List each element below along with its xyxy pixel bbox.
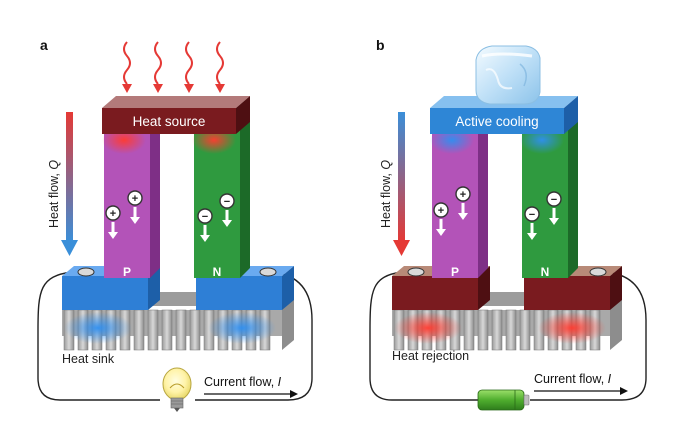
electron-carriers-a: − − — [197, 193, 235, 242]
hole-symbol: + — [460, 189, 466, 201]
ice-cube-icon — [475, 45, 541, 105]
n-leg-label-b: N — [541, 265, 550, 279]
bottom-plates-a — [62, 266, 294, 310]
bottom-plates-b — [392, 266, 622, 310]
heat-flow-label-a: Heat flow, Q — [47, 160, 61, 228]
current-flow-label-b: Current flow, I — [534, 372, 612, 386]
current-direction-arrow-b — [534, 387, 628, 395]
electron-symbol: − — [224, 196, 230, 208]
electron-symbol: − — [202, 211, 208, 223]
panel-b: b — [369, 37, 647, 411]
hole-symbol: + — [110, 208, 116, 220]
heat-wave-2 — [154, 41, 162, 85]
circuit-wire-b — [369, 271, 647, 401]
heat-wave-1 — [123, 41, 131, 85]
active-cooling-plate: Active cooling — [430, 96, 578, 134]
light-bulb-icon — [162, 367, 192, 412]
p-leg-label-b: P — [451, 265, 459, 279]
active-cooling-label: Active cooling — [455, 114, 538, 129]
hole-symbol: + — [132, 193, 138, 205]
hole-symbol: + — [438, 205, 444, 217]
heat-radiation-arrows — [122, 41, 225, 93]
current-flow-label-a: Current flow, I — [204, 375, 282, 389]
heat-flow-label-b: Heat flow, Q — [379, 160, 393, 228]
electron-symbol: − — [551, 194, 557, 206]
panel-b-letter: b — [376, 37, 385, 53]
electron-symbol: − — [529, 209, 535, 221]
heat-source-label: Heat source — [133, 114, 206, 129]
heat-source-plate: Heat source — [102, 96, 250, 134]
panel-a: a — [37, 37, 313, 412]
heat-sink-label: Heat sink — [62, 352, 115, 366]
current-direction-arrow-a — [204, 390, 298, 398]
panel-a-letter: a — [40, 37, 48, 53]
hole-carriers-b: + + — [433, 186, 471, 236]
hole-carriers-a: + + — [105, 190, 143, 239]
heat-flow-arrow-b — [393, 112, 410, 256]
heat-flow-arrow-a — [61, 112, 78, 256]
n-leg-label-a: N — [213, 265, 222, 279]
heat-wave-4 — [216, 41, 224, 85]
p-leg-label-a: P — [123, 265, 131, 279]
heat-rejection-label: Heat rejection — [392, 349, 469, 363]
n-leg-b: N — [520, 120, 578, 279]
electron-carriers-b: − − — [524, 191, 562, 240]
p-leg-a: P — [102, 120, 160, 279]
heat-wave-3 — [185, 41, 193, 85]
battery-icon — [477, 389, 530, 411]
